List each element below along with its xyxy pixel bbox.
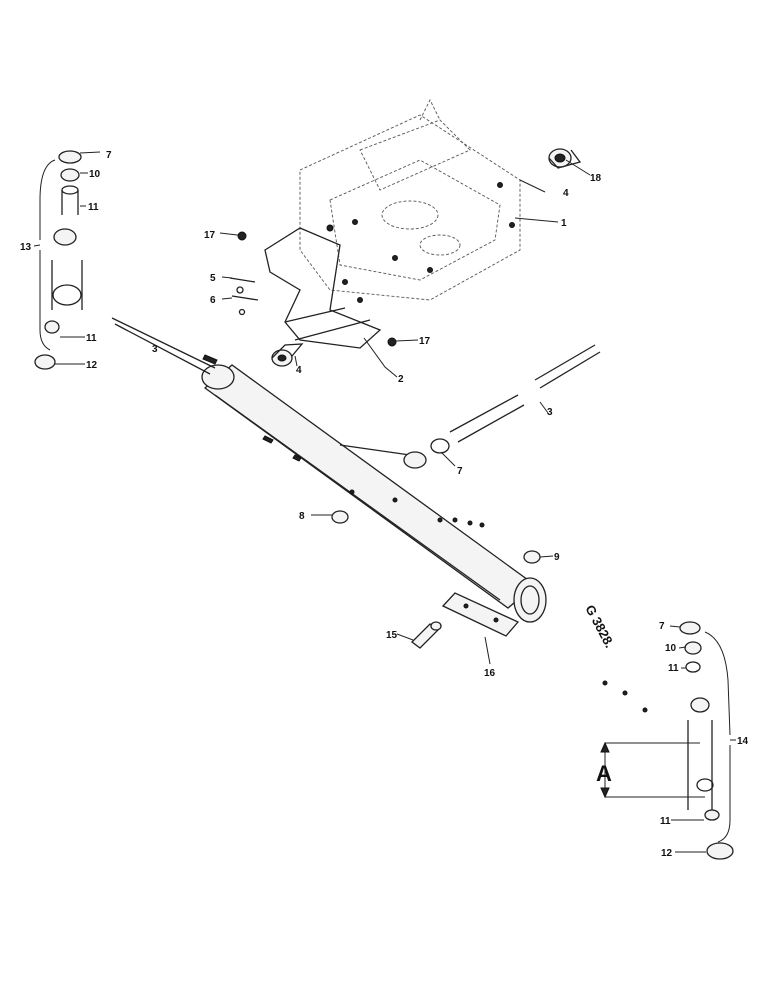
callout-10-right: 10 [665,643,677,654]
callout-11-right-lower: 11 [660,816,671,827]
callout-7-mid: 7 [457,466,463,477]
front-axle-beam [201,364,547,623]
callout-16: 16 [484,668,496,679]
callout-4-lower: 4 [296,365,302,376]
callout-17-lower: 17 [419,336,431,347]
grease-nipple-part-17-lower [387,337,397,347]
pivot-pin-part-3-left [111,317,218,375]
callout-9: 9 [554,552,560,563]
pivot-pin-part-3-right [430,344,601,454]
dimension-a: A [596,741,705,799]
plate-part-16 [441,592,520,637]
callout-7-right: 7 [659,621,665,632]
callout-5: 5 [210,273,216,284]
callout-2: 2 [398,374,404,385]
bushing-part-4-lower [271,343,304,367]
callout-labels: 1 2 3 3 4 4 5 6 7 7 7 8 9 10 10 11 11 11… [20,150,749,859]
kingpin-assembly-right [602,621,734,860]
axle-support-housing [299,98,521,303]
bolt-set-part-5-6 [229,277,259,316]
bolt-part-15 [411,621,442,649]
callout-10-left: 10 [89,169,101,180]
drawing-code: G 3828. [582,602,617,650]
callout-14: 14 [737,736,749,747]
callout-11-right-upper: 11 [668,663,679,674]
callout-18: 18 [590,173,602,184]
bracket-part-2 [264,227,382,349]
kingpin-assembly-left [34,150,83,370]
callout-12-left: 12 [86,360,98,371]
bushing-part-18 [548,148,582,169]
callout-3-right: 3 [547,407,553,418]
callout-15: 15 [386,630,398,641]
callout-1: 1 [561,218,567,229]
leader-lines [33,151,736,853]
callout-12-right: 12 [661,848,673,859]
callout-13: 13 [20,242,32,253]
callout-7-left: 7 [106,150,112,161]
bush-part-8 [331,510,349,524]
callout-11-left-lower: 11 [86,333,97,344]
callout-3-left: 3 [152,344,158,355]
dimension-a-label: A [596,761,612,786]
callout-17-upper: 17 [204,230,216,241]
callout-8: 8 [299,511,305,522]
bush-part-9 [523,550,541,564]
callout-11-left-upper: 11 [88,202,99,213]
callout-6: 6 [210,295,216,306]
callout-4-upper: 4 [563,188,569,199]
